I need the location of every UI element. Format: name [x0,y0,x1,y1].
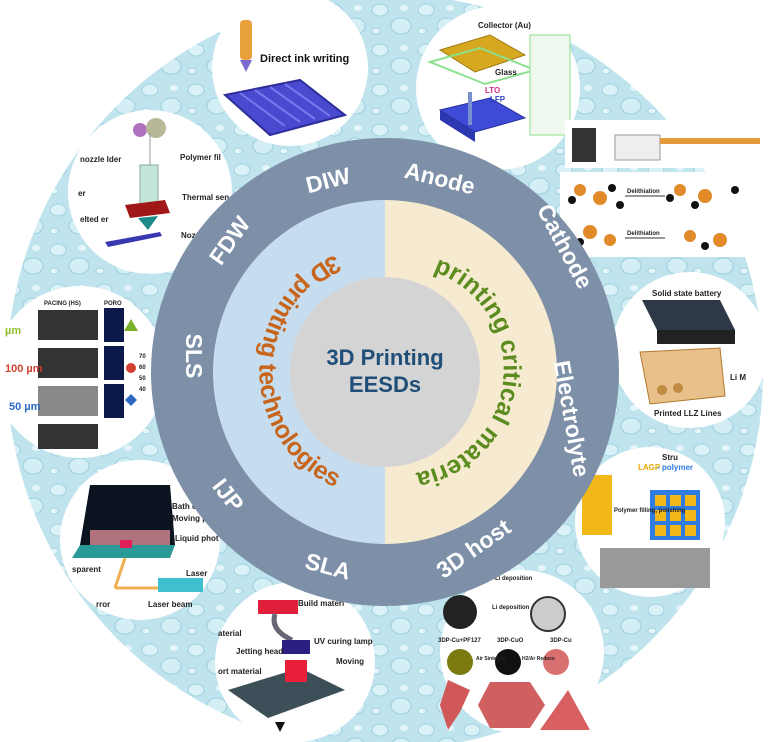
electrolyte-battery-image: Solid state battery Printed LLZ Lines Li… [612,272,768,428]
host-air-sintering-label: Air Sintering [476,656,506,662]
electrolyte-solid-state-label: Solid state battery [652,289,722,298]
fdw-image: Polymer fil Thermal sen Nozzl nozzle lde… [68,110,232,274]
sls-poro-label: PORO [104,301,122,307]
center-disc [290,277,480,467]
host-cuo-label: 3DP-CuO [497,638,524,644]
sla-laser-label: Laser [186,569,207,578]
electrolyte-lagp-label: LAGP [638,463,661,472]
sls-spacing-2: 100 µm [5,363,43,375]
host-li-deposition-2: Li deposition [492,605,530,611]
fdw-heater-label: er [78,189,86,198]
sla-beam-label: Laser beam [148,600,192,609]
sls-tick: 40 [139,387,146,393]
jetting-moving-label: Moving [336,657,364,666]
electrolyte-li-label: Li M [730,373,746,382]
anode-image: Collector (Au) Glass LTO LFP [416,6,580,170]
sls-spacing-3: 50 µm [9,401,41,413]
center-title-line2: EESDs [349,372,421,397]
fdw-melted-label: elted er [80,215,108,224]
sls-image: PACING (HS) PORO µm 100 µm 50 µm 70 60 5… [0,286,166,458]
ring-label-sls: SLS [181,334,207,379]
sla-image: Bath co Moving pla Liquid phot sparent L… [60,460,220,620]
host-image: Li deposition Li deposition 3DP-Cu+PF127… [438,570,604,734]
host-cu-pf-label: 3DP-Cu+PF127 [438,638,482,644]
anode-lfp-label: LFP [490,95,506,104]
sls-tick: 70 [139,354,146,360]
center-title-line1: 3D Printing [326,345,443,370]
jetting-build-label: Build materi [298,599,344,608]
fdw-nozzle-label: Nozzl [181,231,202,240]
electrolyte-structure-label: Stru [662,453,678,462]
jetting-head-label: Jetting head [236,647,283,656]
sla-bath-label: Bath co [172,502,201,511]
jetting-image: Build materi UV curing lamp Jetting head… [215,582,375,742]
diw-image: Direct ink writing [212,0,368,146]
anode-lto-label: LTO [485,86,500,95]
electrolyte-lagp-image: Stru LAGP - polymer Polymer filling, pol… [575,447,725,597]
sls-tick: 60 [139,365,146,371]
host-li-deposition-1: Li deposition [495,576,533,582]
cathode-delithiation-1: Delithiation [627,189,660,195]
diw-image-title: Direct ink writing [260,53,349,65]
sla-transparent-label: sparent [72,565,101,574]
sla-mirror-label: rror [96,600,110,609]
anode-glass-label: Glass [495,68,517,77]
host-reduce-label: H2/Ar Reduce [522,656,555,662]
cathode-image: Delithiation Delithiation [560,120,768,257]
jetting-material-label: aterial [218,629,242,638]
fdw-filament-label: Polymer fil [180,153,221,162]
sls-tick: 50 [139,376,146,382]
electrolyte-llz-label: Printed LLZ Lines [654,409,722,418]
fdw-sensor-label: Thermal sen [182,193,229,202]
jetting-support-label: ort material [218,667,262,676]
sla-liquid-label: Liquid phot [175,534,219,543]
sls-spacing-label: PACING (HS) [44,301,81,307]
host-cu-label: 3DP-Cu [550,638,572,644]
anode-collector-label: Collector (Au) [478,21,531,30]
sla-platform-label: Moving pla [172,514,214,523]
jetting-uv-label: UV curing lamp [314,637,373,646]
sls-spacing-1: µm [5,325,21,337]
fdw-holder-label: nozzle lder [80,155,121,164]
cathode-delithiation-2: Delithiation [627,231,660,237]
electrolyte-filling-label: Polymer filling, polishing [614,508,686,514]
electrolyte-polymer-label: - polymer [657,463,693,472]
